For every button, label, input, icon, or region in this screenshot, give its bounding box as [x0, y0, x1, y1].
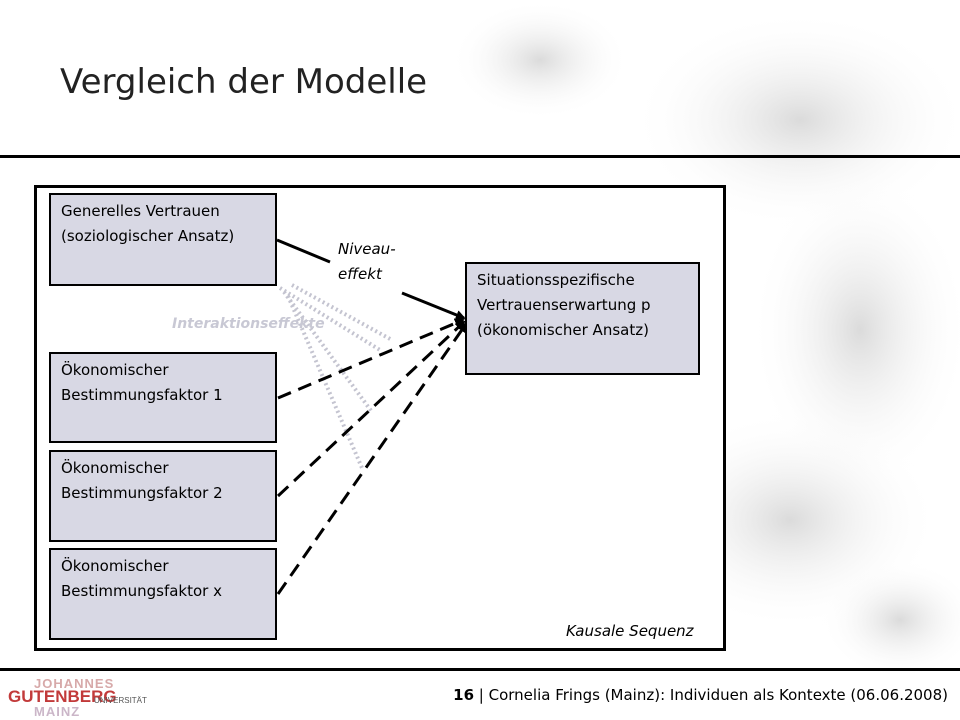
factorx-line1: Ökonomischer	[61, 557, 169, 575]
footer-citation: Cornelia Frings (Mainz): Individuen als …	[488, 686, 948, 704]
factor2-line2: Bestimmungsfaktor 2	[61, 484, 223, 502]
factor1-line1: Ökonomischer	[61, 361, 169, 379]
page-title: Vergleich der Modelle	[60, 62, 428, 102]
page-number: 16	[453, 686, 475, 704]
logo-line3: UNIVERSITÄT	[94, 696, 147, 705]
logo-line4: MAINZ	[34, 704, 81, 719]
target-box: Situationsspezifische Vertrauenserwartun…	[465, 262, 700, 375]
logo-line1: JOHANNES	[34, 676, 115, 691]
factorx-line2: Bestimmungsfaktor x	[61, 582, 222, 600]
target-line2: Vertrauenserwartung p	[477, 296, 651, 314]
level-effect-label-2: effekt	[338, 265, 382, 283]
general-trust-box: Generelles Vertrauen (soziologischer Ans…	[49, 193, 277, 286]
factor2-box: Ökonomischer Bestimmungsfaktor 2	[49, 450, 277, 542]
general-trust-line2: (soziologischer Ansatz)	[61, 227, 235, 245]
footer-separator: |	[474, 686, 489, 704]
factorx-box: Ökonomischer Bestimmungsfaktor x	[49, 548, 277, 640]
level-effect-label-1: Niveau-	[338, 240, 396, 258]
factor1-box: Ökonomischer Bestimmungsfaktor 1	[49, 352, 277, 443]
factor2-line1: Ökonomischer	[61, 459, 169, 477]
target-line3: (ökonomischer Ansatz)	[477, 321, 649, 339]
university-logo: JOHANNES GUTENBERG UNIVERSITÄT MAINZ	[6, 676, 147, 720]
target-line1: Situationsspezifische	[477, 271, 635, 289]
causal-sequence-label: Kausale Sequenz	[566, 622, 694, 640]
header-divider	[0, 155, 960, 158]
footer-divider	[0, 668, 960, 671]
interaction-effects-label: Interaktionseffekte	[172, 316, 325, 332]
footer-text: 16 | Cornelia Frings (Mainz): Individuen…	[453, 686, 948, 704]
factor1-line2: Bestimmungsfaktor 1	[61, 386, 223, 404]
general-trust-line1: Generelles Vertrauen	[61, 202, 220, 220]
logo-line2: GUTENBERG	[8, 687, 117, 706]
